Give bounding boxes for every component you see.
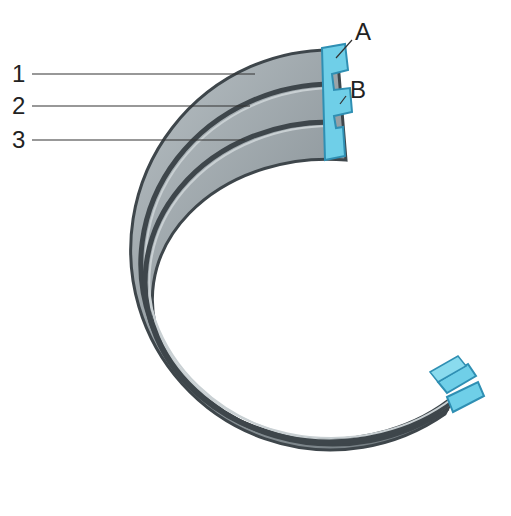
leader-line — [340, 96, 346, 104]
seal-ring — [131, 50, 455, 450]
cross-section — [322, 44, 352, 160]
groove-highlight — [149, 126, 453, 438]
callout-label: 2 — [12, 94, 25, 118]
cross-section — [430, 356, 466, 382]
callout-label: A — [355, 20, 371, 44]
groove — [145, 122, 452, 442]
callout-label: 3 — [12, 128, 25, 152]
leader-line — [336, 40, 352, 58]
groove — [141, 84, 448, 444]
leader-line — [32, 139, 245, 140]
leader-line — [32, 73, 255, 74]
callout-label: 1 — [12, 62, 25, 86]
leader-line — [32, 105, 250, 106]
cross-section — [447, 382, 484, 412]
callout-label: B — [350, 78, 366, 102]
